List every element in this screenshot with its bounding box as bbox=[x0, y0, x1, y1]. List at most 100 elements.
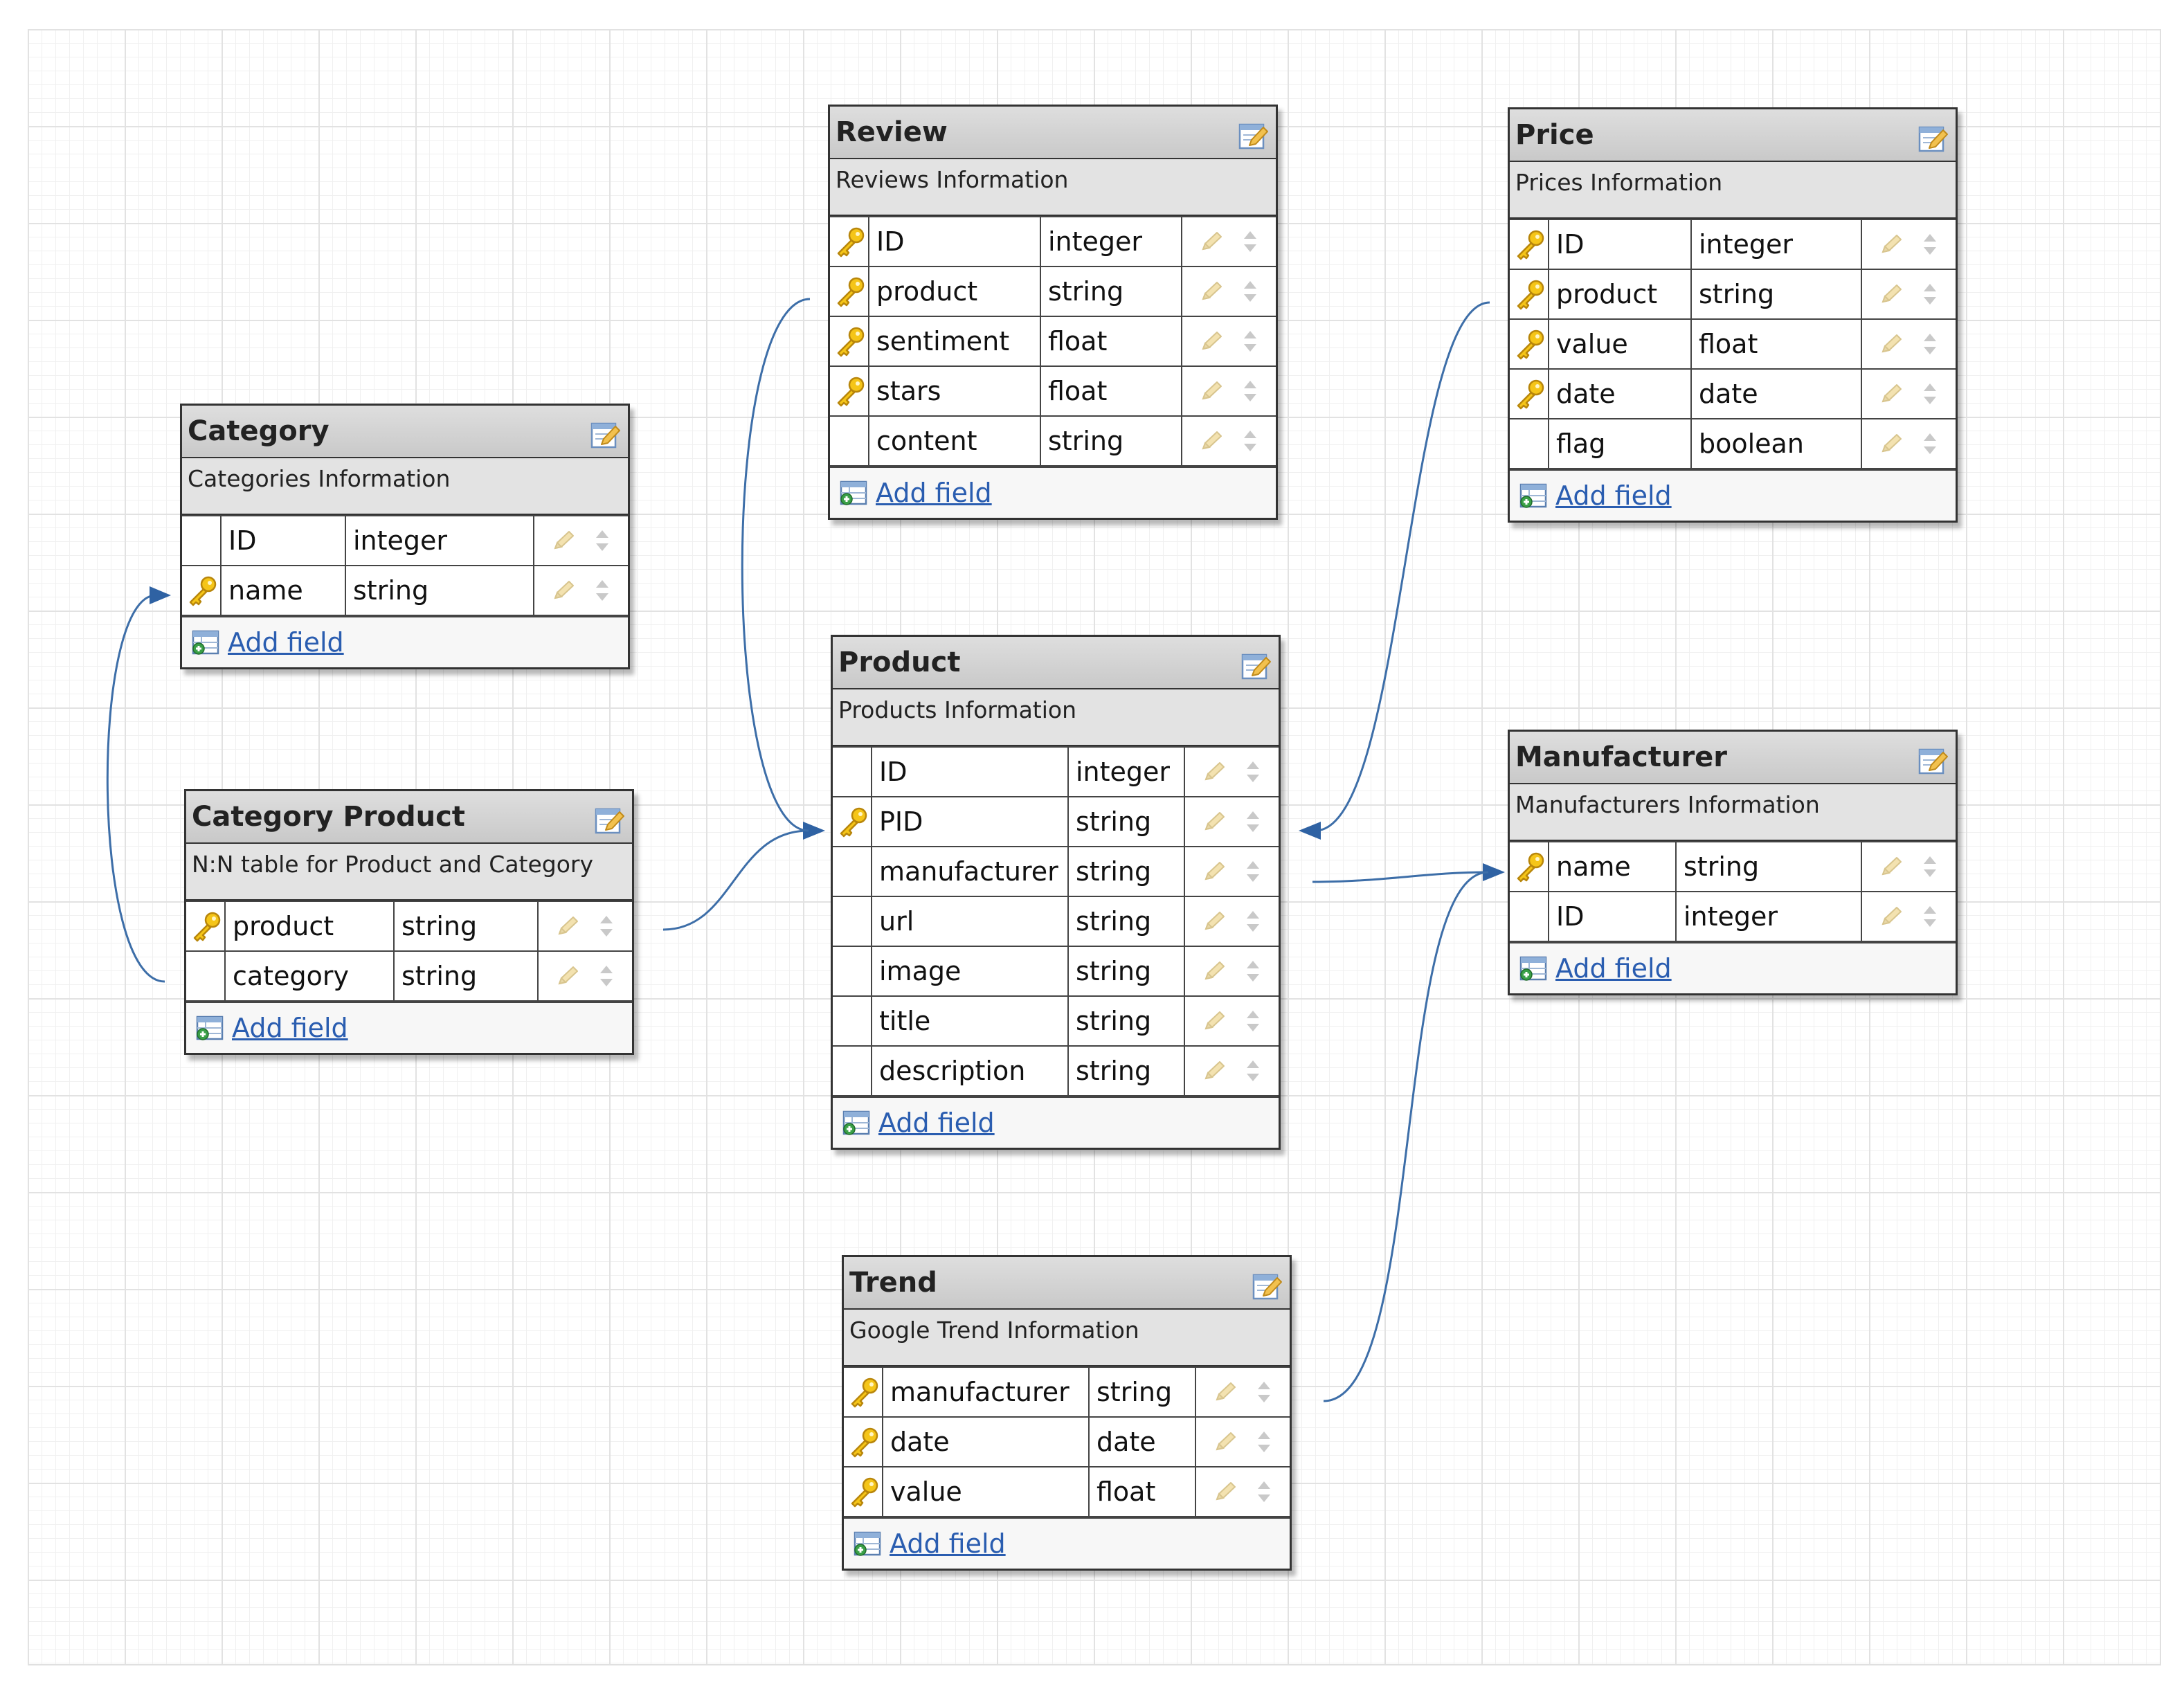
pencil-icon[interactable] bbox=[1879, 332, 1904, 356]
reorder-arrows-icon[interactable] bbox=[1244, 859, 1262, 884]
reorder-arrows-icon[interactable] bbox=[1921, 904, 1939, 929]
add-field-link[interactable]: Add field bbox=[878, 1108, 995, 1138]
edit-entity-icon[interactable] bbox=[1240, 649, 1273, 681]
pencil-icon[interactable] bbox=[1202, 1059, 1227, 1083]
add-field-icon[interactable] bbox=[1518, 955, 1550, 982]
reorder-arrows-icon[interactable] bbox=[1244, 759, 1262, 784]
add-field-link[interactable]: Add field bbox=[1555, 953, 1672, 984]
reorder-arrows-icon[interactable] bbox=[1921, 282, 1939, 307]
pencil-icon[interactable] bbox=[551, 529, 576, 552]
pencil-icon[interactable] bbox=[1202, 910, 1227, 933]
reorder-arrows-icon[interactable] bbox=[1921, 431, 1939, 456]
reorder-arrows-icon[interactable] bbox=[1244, 909, 1262, 934]
reorder-arrows-icon[interactable] bbox=[597, 914, 615, 939]
reorder-arrows-icon[interactable] bbox=[1241, 229, 1259, 254]
pencil-icon[interactable] bbox=[1879, 432, 1904, 455]
reorder-arrows-icon[interactable] bbox=[1241, 379, 1259, 404]
pencil-icon[interactable] bbox=[1199, 280, 1224, 303]
pencil-icon[interactable] bbox=[1199, 379, 1224, 403]
reorder-arrows-icon[interactable] bbox=[1921, 381, 1939, 406]
add-field-link[interactable]: Add field bbox=[232, 1013, 348, 1043]
add-field-icon[interactable] bbox=[852, 1530, 884, 1557]
entity-header[interactable]: Manufacturer bbox=[1510, 732, 1956, 784]
pencil-icon[interactable] bbox=[1879, 233, 1904, 256]
pencil-icon[interactable] bbox=[1213, 1380, 1238, 1404]
reorder-arrows-icon[interactable] bbox=[1921, 854, 1939, 879]
add-field-icon[interactable] bbox=[838, 479, 870, 507]
entity-header[interactable]: Category Product bbox=[186, 791, 632, 844]
add-field-link[interactable]: Add field bbox=[876, 478, 992, 508]
pencil-icon[interactable] bbox=[1879, 855, 1904, 878]
add-field-link[interactable]: Add field bbox=[1555, 480, 1672, 511]
pencil-icon[interactable] bbox=[1199, 429, 1224, 453]
reorder-arrows-icon[interactable] bbox=[1244, 1009, 1262, 1033]
add-field-icon[interactable] bbox=[190, 629, 222, 656]
edit-entity-icon[interactable] bbox=[1251, 1270, 1284, 1301]
pencil-icon[interactable] bbox=[1213, 1430, 1238, 1454]
pencil-icon[interactable] bbox=[555, 914, 580, 938]
pencil-icon[interactable] bbox=[1202, 760, 1227, 784]
reorder-arrows-icon[interactable] bbox=[597, 964, 615, 988]
edit-entity-icon[interactable] bbox=[1237, 119, 1270, 151]
pencil-icon[interactable] bbox=[1199, 230, 1224, 253]
reorder-arrows-icon[interactable] bbox=[1255, 1380, 1273, 1405]
entity-header[interactable]: Review bbox=[830, 107, 1276, 159]
entity-header[interactable]: Product bbox=[833, 637, 1279, 689]
reorder-arrows-icon[interactable] bbox=[1241, 279, 1259, 304]
reorder-arrows-icon[interactable] bbox=[1255, 1479, 1273, 1504]
add-field-link[interactable]: Add field bbox=[228, 627, 344, 658]
edit-entity-icon[interactable] bbox=[1917, 744, 1950, 776]
entity-header[interactable]: Price bbox=[1510, 109, 1956, 162]
reorder-arrows-icon[interactable] bbox=[1244, 1058, 1262, 1083]
pencil-icon[interactable] bbox=[1199, 329, 1224, 353]
pencil-icon[interactable] bbox=[1879, 382, 1904, 406]
entity-header[interactable]: Trend bbox=[844, 1257, 1290, 1310]
add-field-link[interactable]: Add field bbox=[890, 1528, 1006, 1559]
reorder-arrows-icon[interactable] bbox=[1241, 329, 1259, 354]
reorder-arrows-icon[interactable] bbox=[1255, 1429, 1273, 1454]
reorder-arrows-icon[interactable] bbox=[593, 528, 611, 553]
pencil-icon[interactable] bbox=[1202, 860, 1227, 883]
reorder-arrows-icon[interactable] bbox=[1921, 232, 1939, 257]
pencil-icon[interactable] bbox=[1202, 959, 1227, 983]
pencil-icon[interactable] bbox=[555, 964, 580, 988]
reorder-arrows-icon[interactable] bbox=[1921, 332, 1939, 356]
add-field-icon[interactable] bbox=[841, 1109, 873, 1137]
reorder-arrows-icon[interactable] bbox=[1241, 428, 1259, 453]
add-field-icon[interactable] bbox=[1518, 482, 1550, 509]
add-field-icon[interactable] bbox=[195, 1014, 226, 1042]
pencil-icon[interactable] bbox=[1202, 1009, 1227, 1033]
edit-entity-icon[interactable] bbox=[1917, 122, 1950, 154]
reorder-arrows-icon[interactable] bbox=[1244, 959, 1262, 984]
reorder-arrows-icon[interactable] bbox=[593, 578, 611, 603]
pencil-icon[interactable] bbox=[1879, 905, 1904, 928]
pencil-icon[interactable] bbox=[1879, 282, 1904, 306]
